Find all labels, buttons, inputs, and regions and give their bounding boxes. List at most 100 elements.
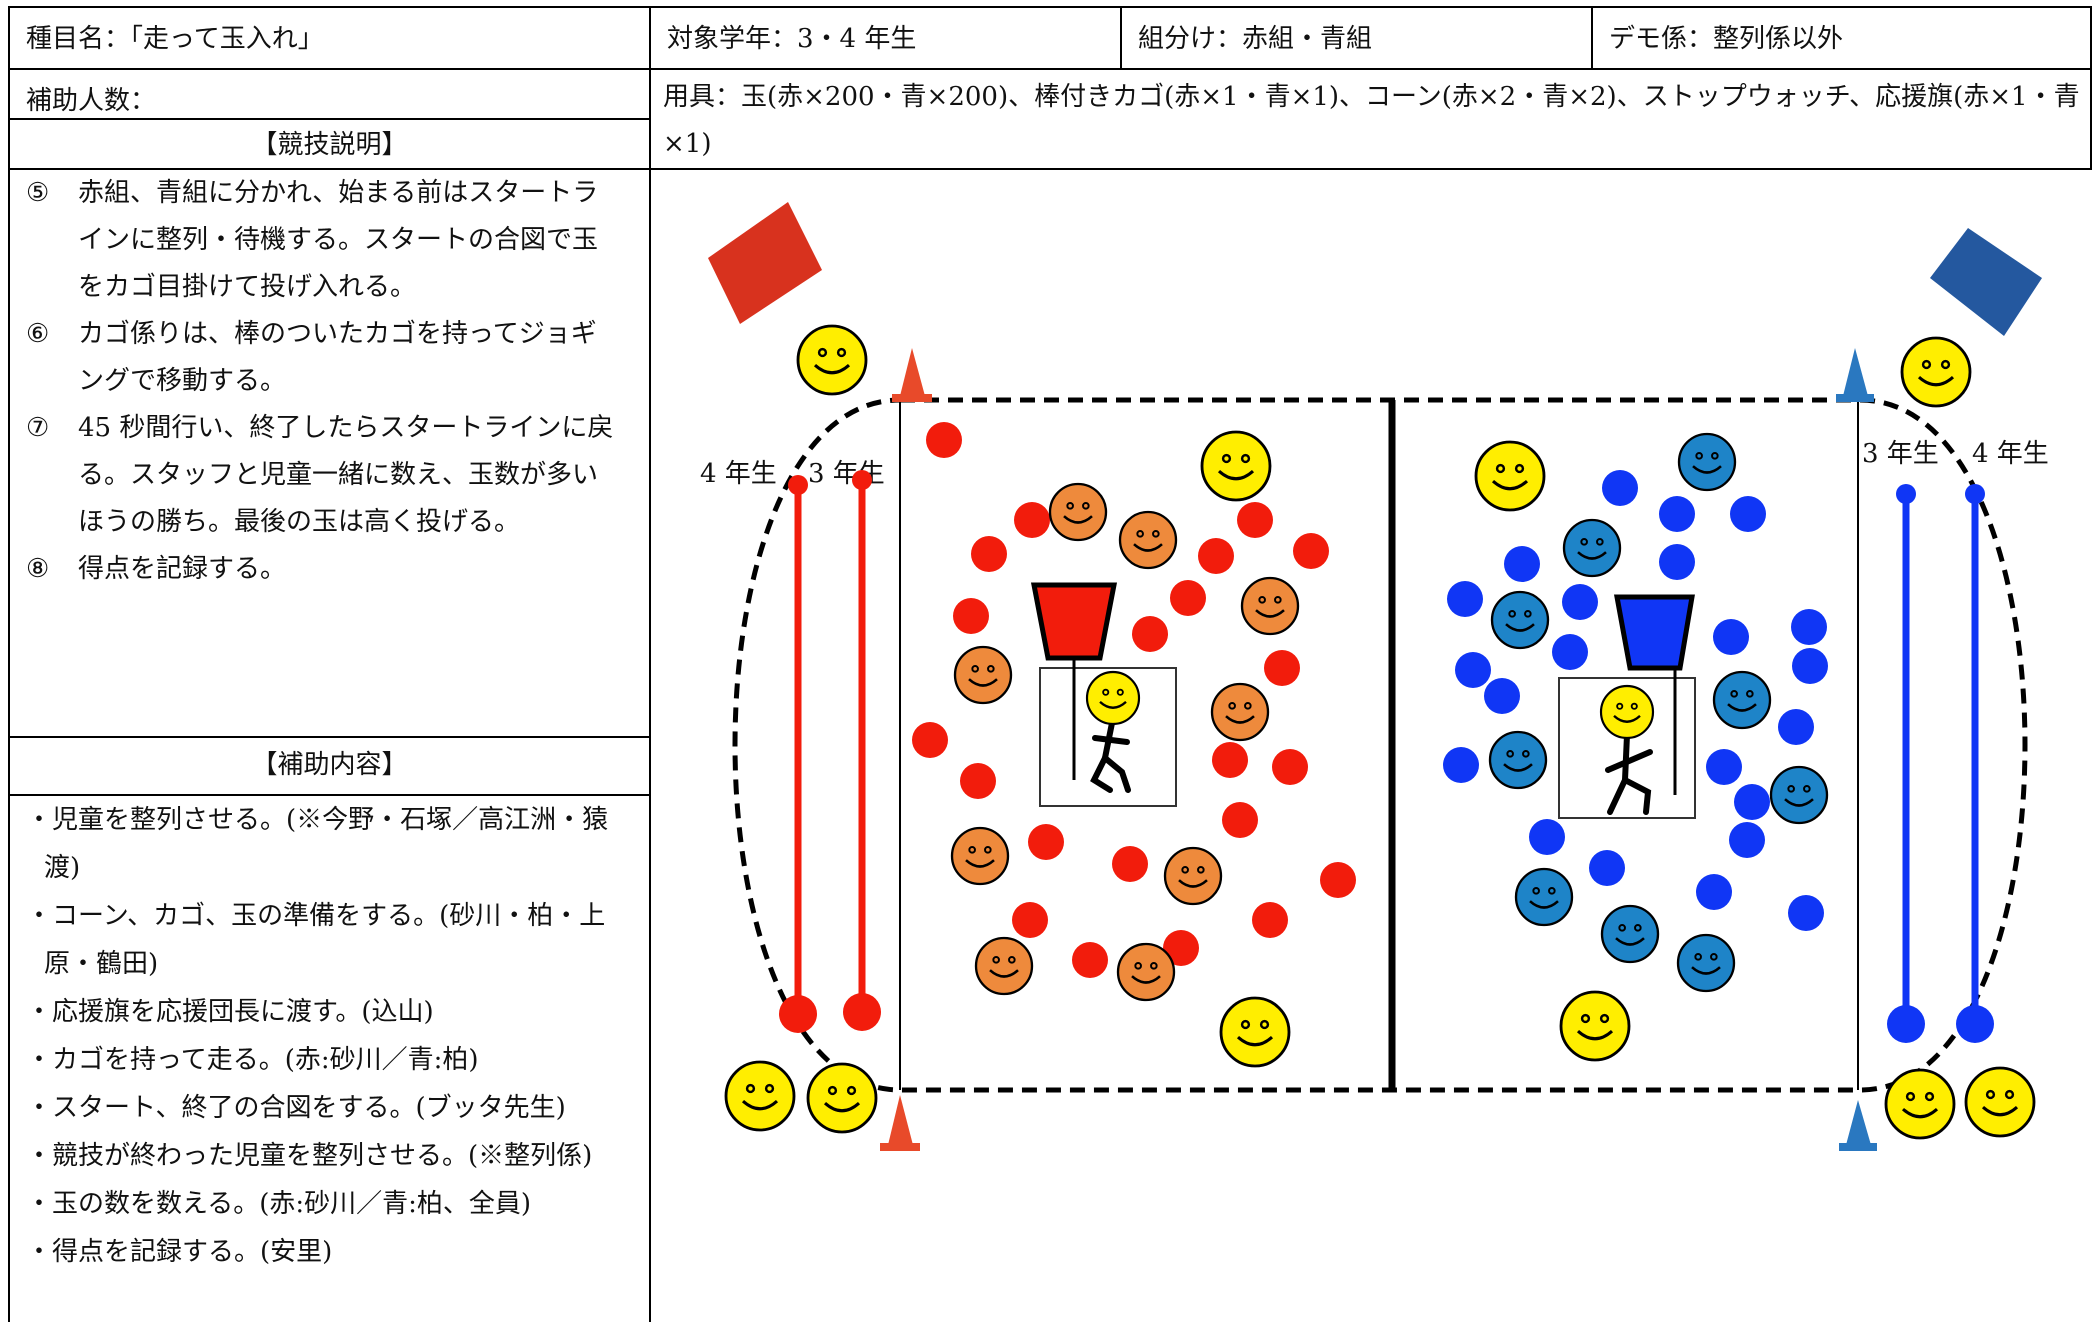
blue-team-kid-icon <box>1769 765 1829 825</box>
assist-line: スタート、終了の合図をする。(ブッタ先生) <box>52 1093 566 1123</box>
blue-team-kid-icon <box>1514 867 1574 927</box>
red-ball-icon <box>1320 862 1356 898</box>
description-line: 45 秒間行い、終了したらスタートラインに戻 <box>78 413 614 443</box>
assist-item: ・カゴを持って走る。(赤:砂川／青:柏) <box>26 1036 641 1084</box>
table-border-left <box>8 6 10 1322</box>
red-team-kid-icon <box>950 826 1010 886</box>
blue-ball-icon <box>1706 749 1742 785</box>
bullet-icon: ・ <box>26 1141 53 1171</box>
right-grade4-label: 4 年生 <box>1972 439 2049 469</box>
blue-cone-icon <box>1839 1100 1877 1151</box>
description-item-number: ⑤ <box>26 178 50 208</box>
blue-ball-icon <box>1455 652 1491 688</box>
assist-line: カゴを持って走る。(赤:砂川／青:柏) <box>52 1045 479 1075</box>
blue-team-kid-icon <box>1488 730 1548 790</box>
assist-item: ・応援旗を応援団長に渡す。(込山) <box>26 988 641 1036</box>
description-line: ングで移動する。 <box>78 366 287 396</box>
red-ball-icon <box>1028 824 1064 860</box>
grouping-cell: 組分け：赤組・青組 <box>1122 8 1591 68</box>
left-grade3-label: 3 年生 <box>808 459 885 489</box>
blue-ball-icon <box>1659 496 1695 532</box>
red-ball-icon <box>1014 502 1050 538</box>
red-ball-icon <box>1293 533 1329 569</box>
left-divider-c <box>8 794 650 796</box>
assist-item: ・競技が終わった児童を整列させる。(※整列係) <box>26 1132 641 1180</box>
blue-ball-icon <box>1529 819 1565 855</box>
description-line: る。スタッフと児童一緒に数え、玉数が多い <box>78 460 599 490</box>
assist-list: ・児童を整列させる。(※今野・石塚／高江洲・猿渡) ・コーン、カゴ、玉の準備をする… <box>26 796 641 1276</box>
red-ball-icon <box>926 422 962 458</box>
assist-line: 得点を記録する。(安里) <box>52 1237 333 1267</box>
red-team-kid-icon <box>1210 682 1270 742</box>
staff-smiley-icon <box>1900 336 1972 408</box>
red-cone-icon <box>880 1095 920 1151</box>
bullet-icon: ・ <box>26 1237 53 1267</box>
equipment-cell: 用具：玉(赤×200・青×200)、棒付きカゴ(赤×1・青×1)、コーン(赤×2… <box>651 70 2090 168</box>
staff-smiley-icon <box>806 1062 878 1134</box>
bullet-icon: ・ <box>26 997 53 1027</box>
red-team-kid-icon <box>1240 576 1300 636</box>
red-team-kid-icon <box>1116 942 1176 1002</box>
red-ball-icon <box>953 598 989 634</box>
grade-cell: 対象学年：3・4 年生 <box>651 8 1120 68</box>
equipment-list: 用具：玉(赤×200・青×200)、棒付きカゴ(赤×1・青×1)、コーン(赤×2… <box>663 82 2080 159</box>
staff-smiley-icon <box>796 324 868 396</box>
staff-smiley-icon <box>1884 1068 1956 1140</box>
blue-cone-icon <box>1836 348 1874 402</box>
bullet-icon: ・ <box>26 1045 53 1075</box>
blue-team-kid-icon <box>1677 432 1737 492</box>
assist-line: ・コーン、カゴ、玉の準備をする。(砂川・柏・上 <box>26 901 606 931</box>
red-team-kid-icon <box>1163 846 1223 906</box>
staff-smiley-icon <box>1200 430 1272 502</box>
assist-line: ・児童を整列させる。(※今野・石塚／高江洲・猿 <box>26 805 609 835</box>
assist-cell: ・児童を整列させる。(※今野・石塚／高江洲・猿渡) ・コーン、カゴ、玉の準備をする… <box>10 796 649 1322</box>
assist-item: ・得点を記録する。(安里) <box>26 1228 641 1276</box>
red-cone-icon <box>892 348 932 402</box>
red-ball-icon <box>912 722 948 758</box>
blue-carrier-head-icon <box>1599 684 1655 740</box>
description-line: をカゴ目掛けて投げ入れる。 <box>78 272 417 302</box>
assist-line: 原・鶴田) <box>44 949 159 979</box>
blue-ball-icon <box>1788 895 1824 931</box>
blue-ball-icon <box>1778 709 1814 745</box>
red-team-kid-icon <box>974 936 1034 996</box>
red-ball-icon <box>1222 802 1258 838</box>
red-ball-icon <box>1237 502 1273 538</box>
col-divider-main <box>649 6 651 1322</box>
red-ball-icon <box>1272 749 1308 785</box>
blue-ball-icon <box>1791 609 1827 645</box>
blue-ball-icon <box>1696 874 1732 910</box>
blue-ball-icon <box>1734 784 1770 820</box>
red-ball-icon <box>1163 930 1199 966</box>
blue-ball-icon <box>1713 619 1749 655</box>
red-ball-icon <box>1112 846 1148 882</box>
assist-line: 渡) <box>44 853 81 883</box>
red-team-kid-icon <box>953 645 1013 705</box>
description-line: カゴ係りは、棒のついたカゴを持ってジョギ <box>78 319 597 349</box>
description-line: 得点を記録する。 <box>78 554 287 584</box>
blue-ball-icon <box>1792 648 1828 684</box>
red-ball-icon <box>1072 942 1108 978</box>
assist-line: 玉の数を数える。(赤:砂川／青:柏、全員) <box>52 1189 532 1219</box>
red-ball-icon <box>1252 902 1288 938</box>
red-team-kid-icon <box>1118 510 1178 570</box>
assistants-count-cell: 補助人数： <box>10 70 649 118</box>
blue-ball-icon <box>1729 822 1765 858</box>
blue-ball-icon <box>1659 544 1695 580</box>
left-divider-a <box>8 118 650 120</box>
description-title: 【競技説明】 <box>251 130 408 160</box>
bullet-icon: ・ <box>26 1189 53 1219</box>
left-grade4-label: 4 年生 <box>700 459 777 489</box>
assist-line: 応援旗を応援団長に渡す。(込山) <box>52 997 434 1027</box>
red-ball-icon <box>1212 742 1248 778</box>
demo-staff: デモ係：整列係以外 <box>1609 24 1844 54</box>
red-ball-icon <box>1198 538 1234 574</box>
red-ball-icon <box>1012 902 1048 938</box>
red-carrier-head-icon <box>1085 670 1141 726</box>
staff-smiley-icon <box>724 1060 796 1132</box>
blue-ball-icon <box>1589 850 1625 886</box>
